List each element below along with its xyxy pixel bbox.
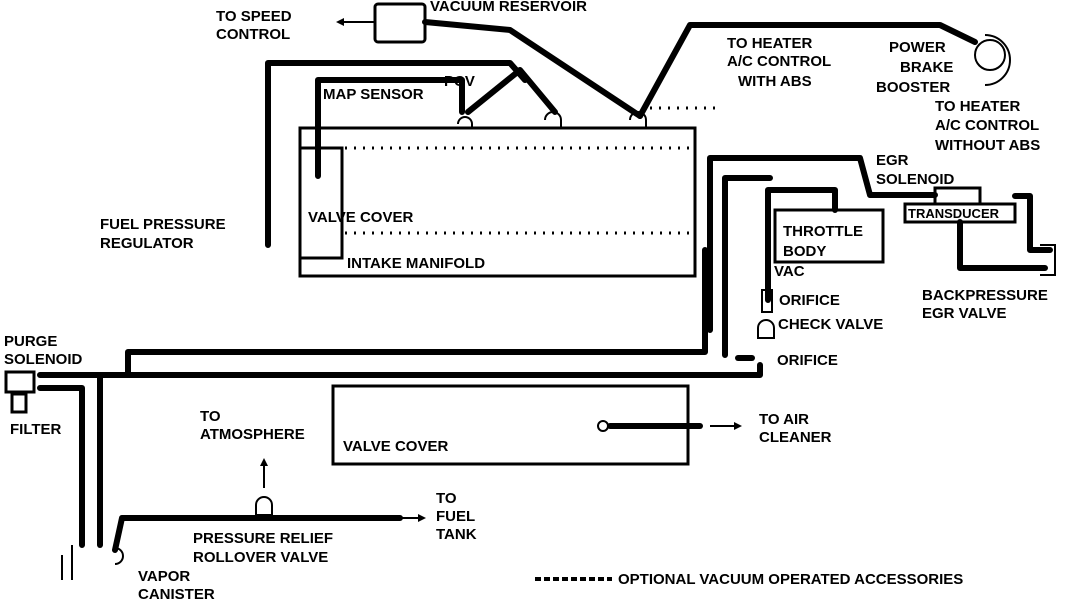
label-filter: FILTER bbox=[10, 421, 62, 438]
egr-valve-fitting bbox=[1040, 244, 1056, 276]
label-to-fuel-tank: TO FUEL TANK bbox=[436, 490, 479, 543]
intake-manifold-box bbox=[298, 126, 697, 278]
label-transducer: TRANSDUCER bbox=[908, 206, 1000, 221]
pcv-nipple bbox=[457, 116, 473, 128]
hose-transducer-to-egr-valve bbox=[1012, 193, 1053, 253]
label-to-air-cleaner: TO AIR CLEANER bbox=[759, 411, 832, 446]
label-egr-solenoid: EGR SOLENOID bbox=[876, 152, 955, 188]
label-valve-cover-upper: VALVE COVER bbox=[308, 209, 413, 226]
hose-map-sensor bbox=[315, 77, 465, 179]
hose-purge-to-canister bbox=[37, 385, 85, 548]
label-throttle-body: THROTTLE BODY bbox=[783, 223, 867, 260]
label-vacuum-reservoir: VACUUM RESERVOIR bbox=[430, 0, 587, 15]
label-valve-cover-lower: VALVE COVER bbox=[343, 438, 448, 455]
power-brake-booster bbox=[974, 39, 1006, 71]
hose-manifold-to-heater-abs bbox=[637, 22, 978, 119]
hose-manifold-to-egr-solenoid bbox=[707, 155, 938, 333]
label-orifice-lower: ORIFICE bbox=[777, 352, 838, 369]
label-map-sensor: MAP SENSOR bbox=[323, 86, 424, 103]
label-to-heater-without-abs: TO HEATER A/C CONTROL WITHOUT ABS bbox=[935, 98, 1043, 154]
hose-purge-main bbox=[37, 362, 763, 378]
label-to-speed-control: TO SPEED CONTROL bbox=[216, 8, 296, 43]
label-to-heater-with-abs: TO HEATER A/C CONTROL WITH ABS bbox=[727, 35, 835, 90]
manifold-nipple-center bbox=[544, 111, 562, 128]
booster-arc bbox=[984, 34, 1011, 86]
vacuum-reservoir bbox=[373, 2, 427, 44]
label-to-atmosphere: TO ATMOSPHERE bbox=[200, 408, 305, 443]
label-check-valve: CHECK VALVE bbox=[778, 316, 883, 333]
pressure-relief-rollover-valve bbox=[255, 496, 273, 516]
hose-pcv-cross bbox=[465, 67, 558, 115]
hose-reservoir-to-manifold bbox=[422, 19, 643, 119]
hose-transducer-down bbox=[957, 219, 1048, 271]
label-pressure-relief-rollover-valve: PRESSURE RELIEF ROLLOVER VALVE bbox=[193, 530, 337, 566]
orifice-upper bbox=[761, 289, 773, 313]
hose-manifold-to-purge bbox=[125, 247, 708, 377]
label-backpressure-egr-valve: BACKPRESSURE EGR VALVE bbox=[922, 287, 1052, 322]
hose-canister-to-fuel-tank bbox=[112, 515, 403, 553]
label-vac: VAC bbox=[774, 263, 805, 280]
hose-throttle-body bbox=[765, 187, 838, 303]
label-intake-manifold: INTAKE MANIFOLD bbox=[347, 255, 485, 272]
label-purge-solenoid: PURGE SOLENOID bbox=[4, 333, 83, 368]
purge-solenoid bbox=[4, 370, 36, 394]
label-vapor-canister: VAPOR CANISTER bbox=[138, 568, 215, 602]
label-orifice-upper: ORIFICE bbox=[779, 292, 840, 309]
filter bbox=[10, 392, 28, 414]
label-fuel-pressure-regulator: FUEL PRESSURE REGULATOR bbox=[100, 216, 230, 252]
label-pcv: PCV bbox=[444, 73, 475, 90]
throttle-body bbox=[773, 208, 885, 264]
label-legend-optional: OPTIONAL VACUUM OPERATED ACCESSORIES bbox=[618, 571, 963, 588]
label-power-brake-booster: POWER BRAKE BOOSTER bbox=[876, 39, 958, 96]
egr-solenoid bbox=[933, 186, 982, 206]
hose-fuel-pressure-regulator bbox=[265, 60, 528, 248]
check-valve bbox=[757, 319, 775, 339]
hose-throttle-to-orifice bbox=[722, 175, 773, 358]
